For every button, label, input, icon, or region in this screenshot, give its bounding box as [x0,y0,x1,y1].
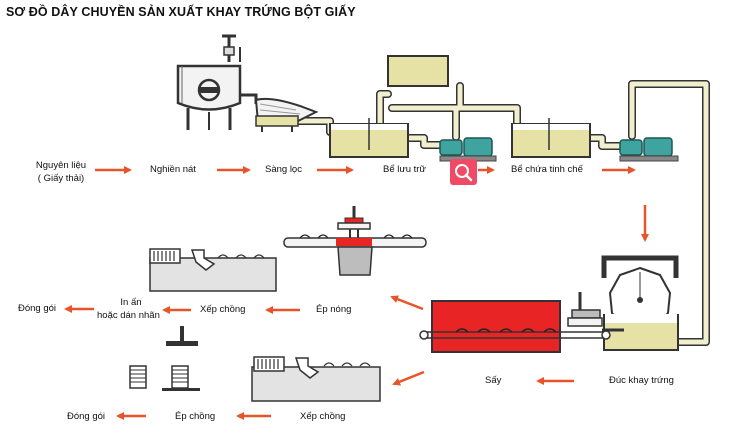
label-printing-line1: In ấn [120,297,142,308]
molding-machine [601,255,679,351]
storage-tank [329,118,409,158]
pipes [292,80,710,346]
label-hot-press: Ép nóng [316,304,352,315]
magnifier-icon [455,164,473,182]
label-molding: Đúc khay trứng [609,375,674,386]
pump-1 [439,137,497,162]
arrow-dryer-to-press [390,295,424,311]
label-crushing: Nghiền nát [150,164,196,175]
label-packing-bottom: Đóng gói [67,411,106,422]
dryer [419,300,611,353]
label-filtering: Sàng lọc [265,164,302,175]
page-title: SƠ ĐỒ DÂY CHUYỀN SẢN XUẤT KHAY TRỨNG BỘT… [6,5,356,19]
label-drying: Sấy [485,375,502,386]
label-stacking-top: Xếp chồng [200,304,246,315]
overhead-tank [387,55,449,87]
arrow-dryer-to-bottom-stack [392,370,425,386]
stacked-trays-right [171,365,189,389]
zoom-button[interactable] [450,159,477,185]
label-refined-tank: Bể chứa tinh chế [511,164,583,175]
stack-press [129,326,200,391]
stacked-trays-left [129,365,147,389]
label-pressing-stack: Ép chồng [175,411,216,422]
hot-press [283,206,427,276]
screening-trough [254,97,319,132]
label-stacking-bottom: Xếp chồng [300,411,346,422]
refined-tank [511,118,591,158]
pulper-machine [176,34,258,130]
label-packing-top: Đóng gói [18,303,57,314]
stacking-table-bottom [251,356,381,402]
pump-2 [619,137,679,162]
label-raw-material-line1: Nguyên liệu [35,160,87,171]
label-printing-line2: hoặc dán nhãn [97,310,160,321]
label-storage-tank: Bể lưu trữ [383,164,426,175]
process-arrows [64,166,649,420]
label-raw-material-line2: ( Giấy thải) [37,173,85,184]
stacking-table-top [149,248,277,292]
transfer-arm [567,292,624,332]
